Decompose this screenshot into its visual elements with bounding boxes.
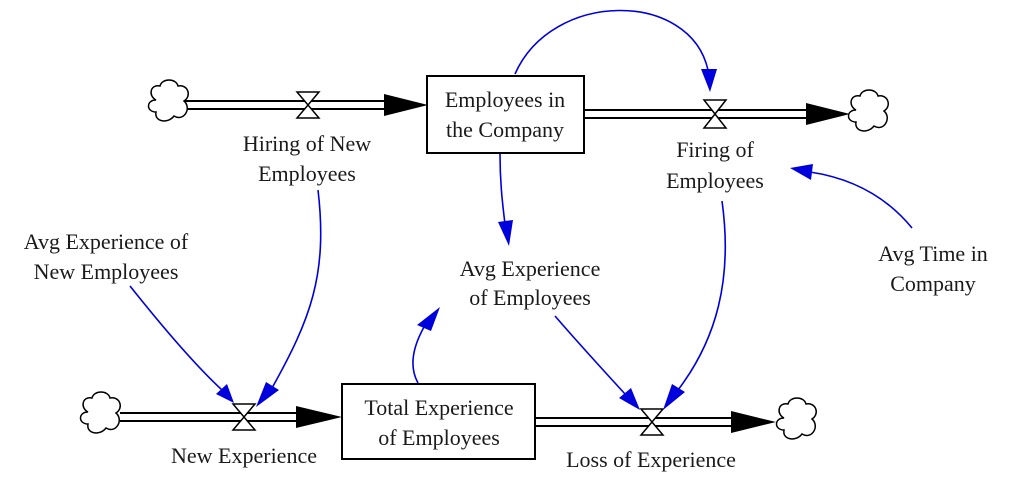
loss-experience-flow-pipe bbox=[535, 411, 776, 433]
firing-flow-pipe bbox=[584, 103, 850, 125]
flow-firing-label[interactable]: Firing of Employees bbox=[666, 137, 764, 193]
stock-employees-line1: Employees in bbox=[445, 87, 565, 112]
stock-total-experience[interactable]: Total Experience of Employees bbox=[341, 383, 536, 460]
link-experience-to-avg-exp bbox=[412, 307, 440, 384]
link-avg-exp-to-loss-experience bbox=[554, 315, 640, 410]
stock-employees-line2: the Company bbox=[446, 117, 564, 142]
aux-avg-exp-new-line2: New Employees bbox=[34, 259, 179, 284]
link-firing-to-loss-experience bbox=[663, 200, 727, 410]
link-employees-to-firing bbox=[514, 9, 717, 92]
stock-experience-line2: of Employees bbox=[378, 425, 500, 450]
aux-avg-time-line2: Company bbox=[890, 271, 976, 296]
flow-hiring-label[interactable]: Hiring of New Employees bbox=[243, 131, 371, 186]
flow-new-experience-label[interactable]: New Experience bbox=[171, 443, 317, 468]
new-experience-valve-icon bbox=[231, 403, 257, 431]
link-avg-exp-new-to-new-experience bbox=[129, 285, 234, 403]
firing-valve-icon bbox=[702, 99, 728, 129]
aux-avg-time-label[interactable]: Avg Time in Company bbox=[878, 241, 988, 296]
flow-loss-experience-label[interactable]: Loss of Experience bbox=[566, 447, 736, 472]
flow-firing-line2: Employees bbox=[666, 168, 764, 193]
flow-hiring-line2: Employees bbox=[258, 161, 356, 186]
link-hiring-to-new-experience bbox=[256, 189, 322, 407]
aux-avg-exp-line2: of Employees bbox=[469, 285, 591, 310]
aux-avg-exp-line1: Avg Experience bbox=[460, 256, 601, 281]
hiring-flow-pipe bbox=[185, 94, 428, 116]
hiring-source-cloud-icon bbox=[147, 79, 189, 122]
new-experience-flow-pipe bbox=[120, 406, 342, 428]
loss-experience-valve-icon bbox=[639, 408, 665, 436]
aux-avg-time-line1: Avg Time in bbox=[878, 241, 988, 266]
hiring-valve-icon bbox=[295, 91, 321, 119]
link-employees-to-avg-exp bbox=[498, 153, 513, 246]
firing-sink-cloud-icon bbox=[847, 89, 889, 132]
aux-avg-exp-new-line1: Avg Experience of bbox=[24, 229, 189, 254]
flow-hiring-line1: Hiring of New bbox=[243, 131, 371, 156]
link-avg-time-to-firing bbox=[790, 164, 913, 229]
stock-employees[interactable]: Employees in the Company bbox=[426, 75, 585, 154]
stock-experience-line1: Total Experience bbox=[364, 395, 513, 420]
new-experience-source-cloud-icon bbox=[79, 391, 121, 434]
flow-firing-line1: Firing of bbox=[676, 137, 754, 162]
loss-experience-sink-cloud-icon bbox=[775, 397, 817, 440]
aux-avg-exp-new-label[interactable]: Avg Experience of New Employees bbox=[24, 229, 189, 284]
aux-avg-exp-label[interactable]: Avg Experience of Employees bbox=[460, 256, 601, 310]
